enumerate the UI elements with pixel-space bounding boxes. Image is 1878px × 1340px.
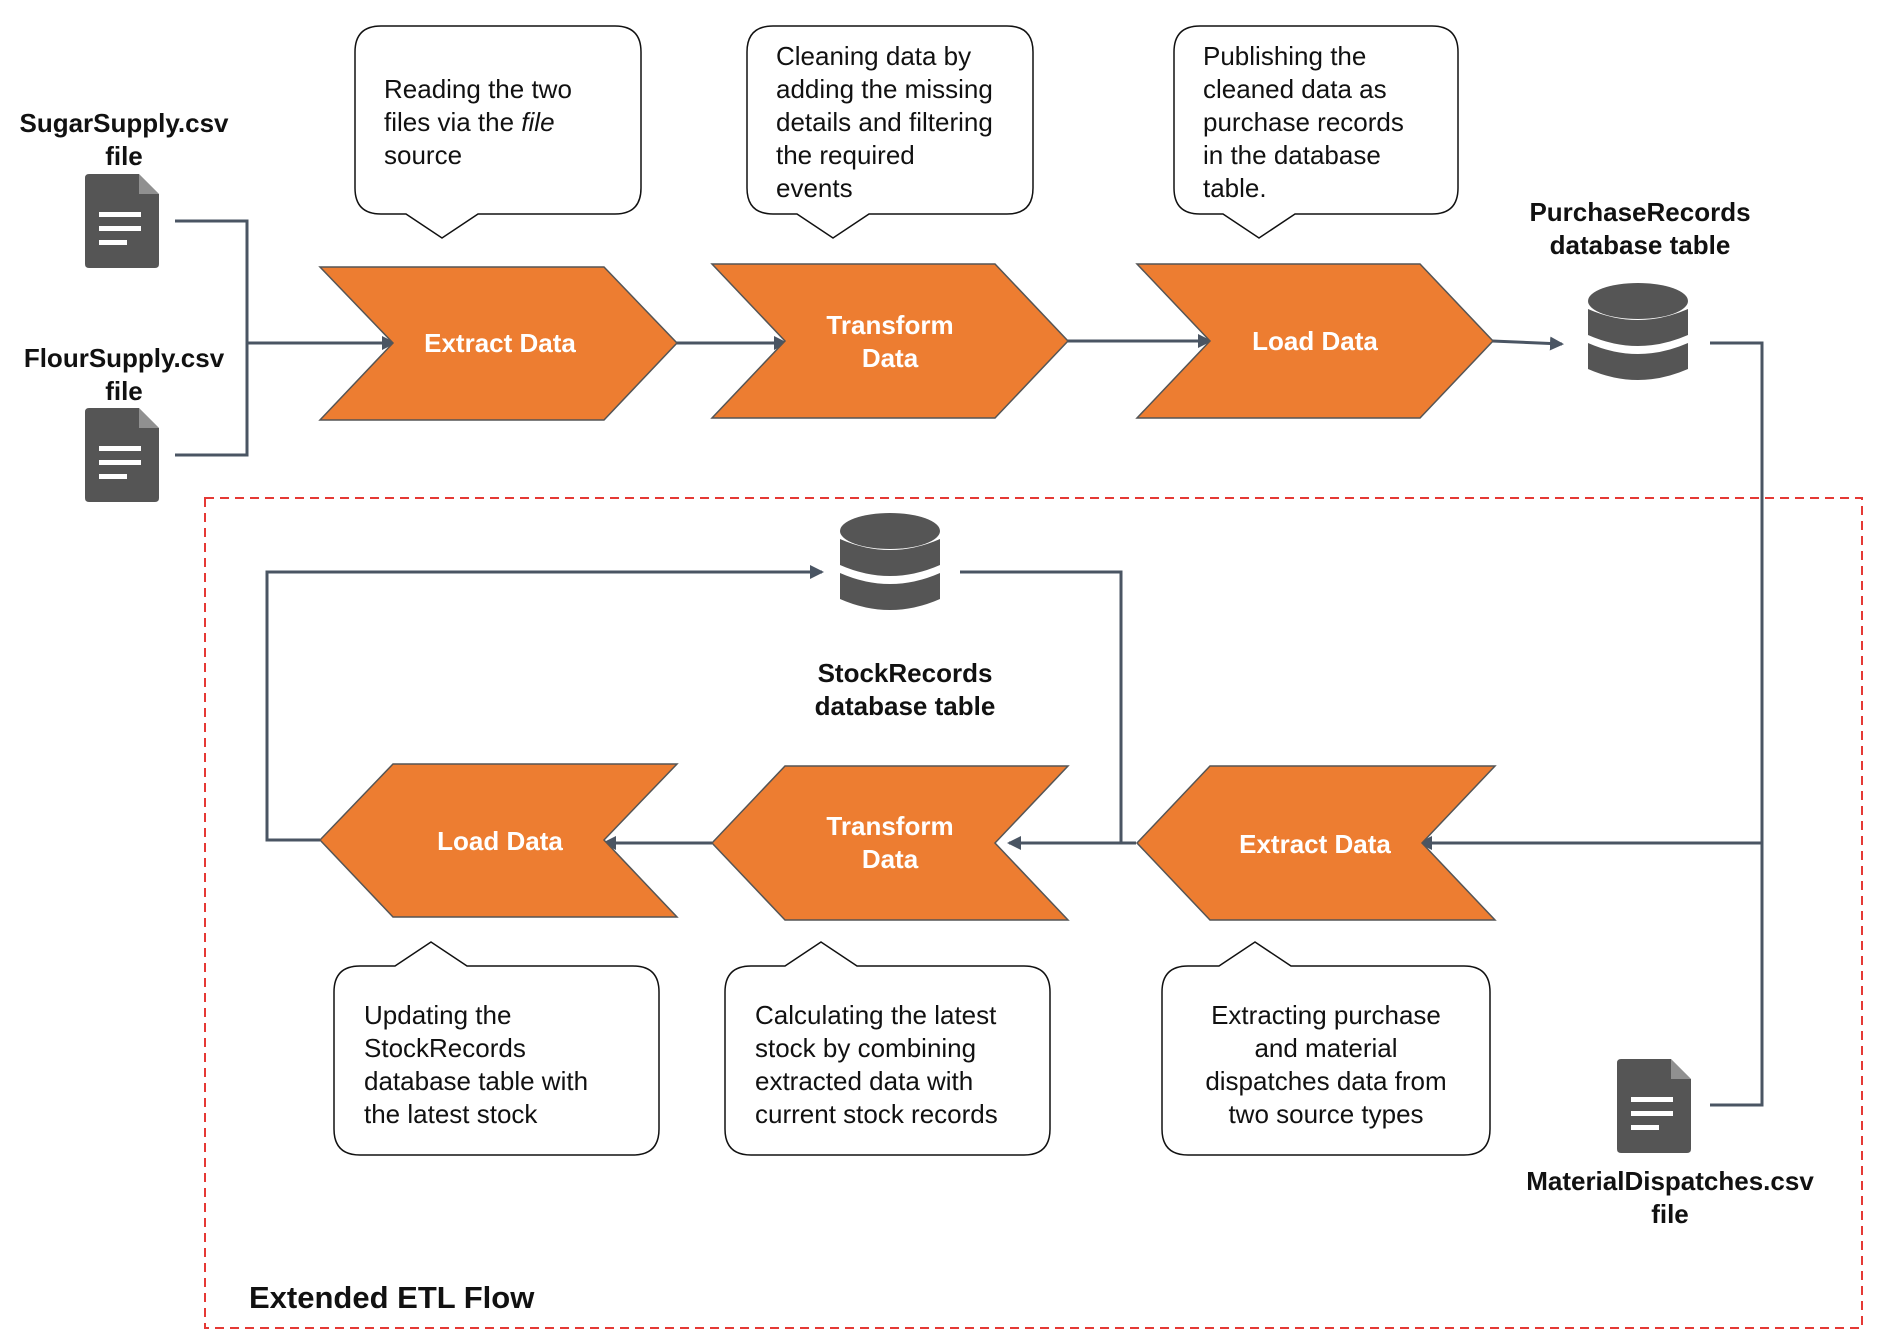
connector-flour [175, 343, 249, 457]
bubble-bottom-1 [333, 941, 660, 1156]
step-extended-extract [1135, 765, 1497, 921]
sugar-supply-label: SugarSupply.csv file [19, 108, 229, 171]
connector-purchase-to-extract [1710, 341, 1764, 843]
extended-flow-frame [204, 497, 1863, 1329]
document-icon [85, 408, 159, 502]
purchase-records-label: PurchaseRecords database table [1529, 197, 1751, 260]
database-icon [840, 513, 940, 610]
note-updating-stock: Updating the StockRecords database table… [364, 1000, 589, 1129]
step-load [1135, 263, 1495, 419]
flour-supply-label: FlourSupply.csv file [23, 343, 225, 406]
note-reading-files: Reading the two files via the file sourc… [384, 74, 572, 170]
arrow-to-purchase-records [1491, 336, 1564, 351]
bubble-top-1 [354, 25, 642, 239]
note-cleaning-data: Cleaning data by adding the missing deta… [776, 41, 993, 203]
step-transform [710, 263, 1070, 419]
connector-dispatches-to-extract [1710, 843, 1764, 1107]
step-extended-transform [710, 765, 1070, 921]
bubble-bottom-2 [724, 941, 1051, 1156]
extended-flow-title: Extended ETL Flow [249, 1280, 535, 1315]
note-reading-files-prefix: files via the [384, 107, 522, 137]
bubble-bottom-3 [1161, 941, 1491, 1156]
connector-sugar [175, 219, 249, 343]
note-extracting-data: Extracting purchase and material dispatc… [1205, 1000, 1447, 1129]
document-icon [85, 174, 159, 268]
material-dispatches-label: MaterialDispatches.csv file [1526, 1166, 1814, 1229]
step-extended-extract-label: Extract Data [1239, 829, 1391, 859]
step-transform-label: Transform Data [826, 310, 954, 373]
document-icon [1617, 1059, 1691, 1153]
note-reading-files-italic: file [521, 107, 555, 137]
connector-stock-to-transform [960, 570, 1123, 843]
note-publishing-data: Publishing the cleaned data as purchase … [1203, 41, 1404, 203]
step-extract-label: Extract Data [424, 328, 576, 358]
database-icon [1588, 283, 1688, 380]
step-extended-load-label: Load Data [437, 826, 563, 856]
note-calculating-stock: Calculating the latest stock by combinin… [755, 1000, 998, 1129]
step-load-label: Load Data [1252, 326, 1378, 356]
step-extended-load [318, 763, 679, 918]
step-extended-transform-label: Transform Data [826, 811, 954, 874]
bubble-top-2 [746, 25, 1034, 239]
step-extract [318, 266, 679, 421]
connector-load-to-stock [265, 565, 824, 842]
bubble-top-3 [1173, 25, 1459, 239]
stock-records-label: StockRecords database table [814, 658, 996, 721]
